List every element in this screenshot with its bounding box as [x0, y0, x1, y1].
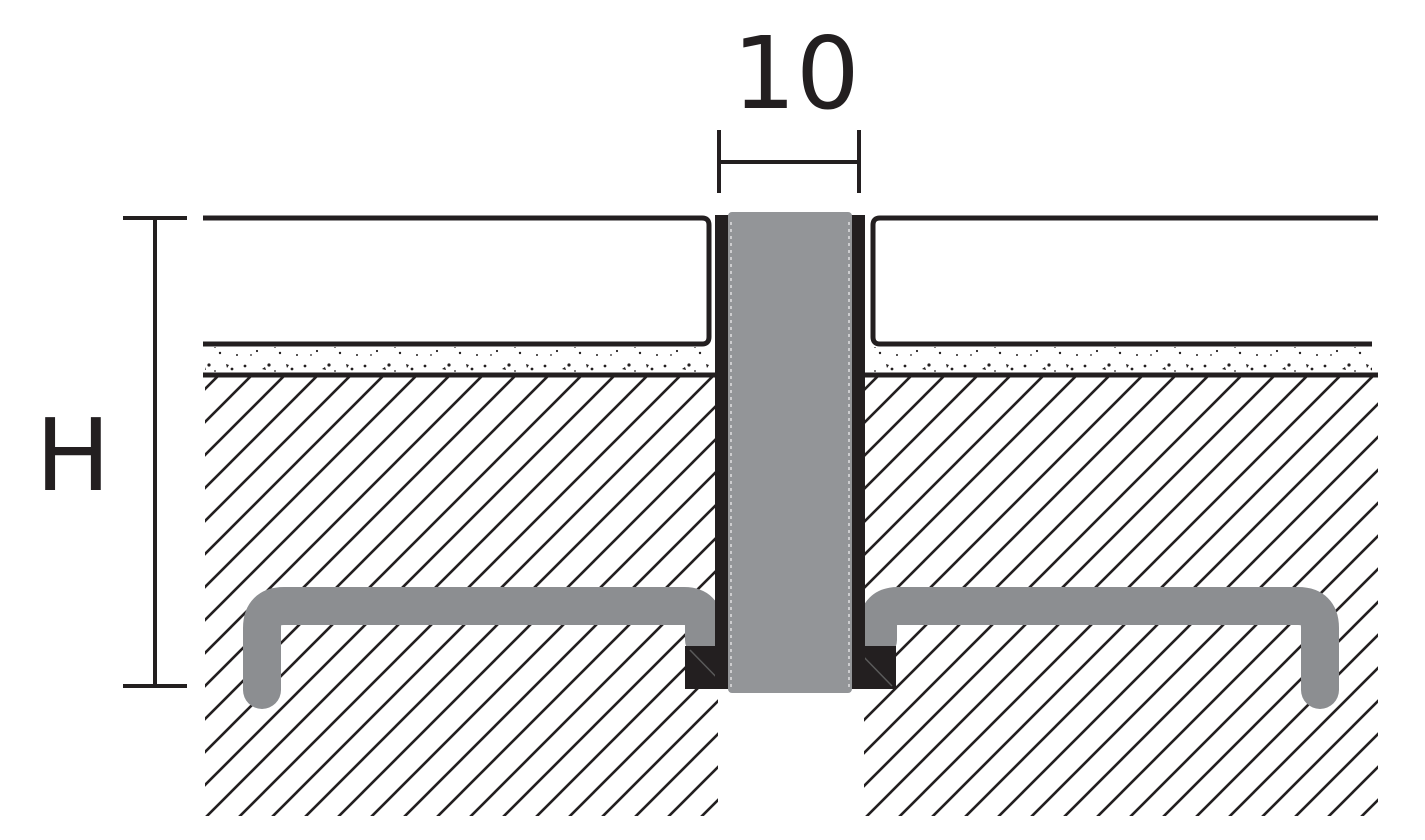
- anchor-leg-right: [859, 587, 1339, 709]
- profile-wall-right: [851, 215, 865, 689]
- adhesive-bed-left: [205, 347, 710, 374]
- anchor-leg-left: [243, 587, 723, 709]
- joint-width-label: 10: [732, 15, 859, 132]
- elastic-insert: [728, 212, 852, 693]
- profile-wall-left: [715, 215, 729, 689]
- adhesive-bed-right: [872, 347, 1372, 374]
- height-label: H: [35, 397, 110, 514]
- tile-right: [870, 215, 1378, 347]
- tile-left: [203, 215, 712, 347]
